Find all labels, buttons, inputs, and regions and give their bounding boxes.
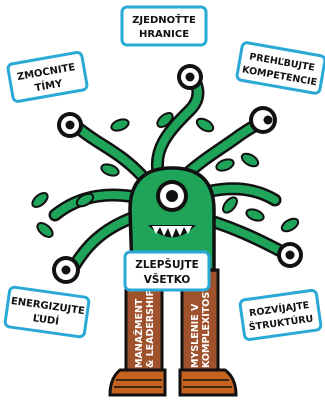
- leaf: [220, 195, 239, 215]
- leaf: [110, 117, 130, 133]
- leaf: [240, 151, 261, 169]
- sign-review-competencies: PREHĽBUJTE KOMPETENCIE: [236, 42, 325, 94]
- right-boot: [180, 370, 236, 395]
- sign-improve-everything-line-1: ZLEPŠUJTE: [135, 258, 199, 271]
- leaf: [30, 190, 50, 209]
- right-leg-line-1: MYSLENIE V: [190, 303, 201, 368]
- sign-strengthen-teams: ZMOCNITE TÍMY: [7, 52, 87, 102]
- left-boot: [110, 370, 165, 395]
- sign-unite-boundaries: ZJEDNOŤTE HRANICE: [122, 7, 206, 45]
- sign-improve-everything: ZLEPŠUJTE VŠETKO: [125, 252, 209, 290]
- leaf: [75, 191, 96, 209]
- left-leg-line-1: MANAŽMENT: [133, 298, 145, 368]
- leaf: [100, 162, 120, 178]
- eyeball: [177, 64, 203, 90]
- sign-develop-structure: ROZVÍJAJTE ŠTRUKTÚRU: [240, 290, 322, 340]
- right-leg-line-2: KOMPLEXITOSTI: [201, 282, 212, 368]
- leaf: [245, 207, 265, 223]
- sign-improve-everything-line-2: VŠETKO: [144, 273, 191, 286]
- left-leg-line-2: & LEADERSHIP: [145, 289, 156, 368]
- leaf: [215, 157, 235, 173]
- leaf: [195, 116, 216, 134]
- sign-unite-boundaries-line-1: ZJEDNOŤTE: [132, 13, 196, 26]
- eyeball: [52, 256, 80, 284]
- eyeball: [249, 106, 277, 134]
- sign-energize-people: ENERGIZUJTE ĽUDÍ: [5, 287, 90, 338]
- eyeball: [57, 112, 83, 138]
- sign-unite-boundaries-line-2: HRANICE: [139, 29, 189, 40]
- leaf: [35, 220, 55, 239]
- leaf: [280, 216, 301, 234]
- eyeball: [277, 242, 303, 268]
